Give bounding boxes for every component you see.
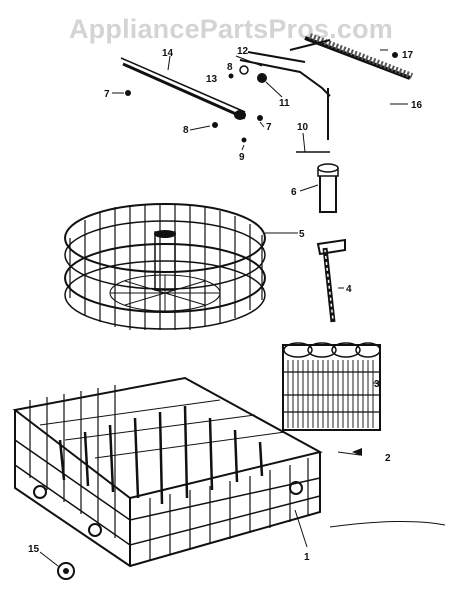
round-basket bbox=[64, 203, 266, 330]
screw-8b bbox=[228, 73, 234, 79]
callout-5: 5 bbox=[299, 229, 305, 240]
callout-8b: 8 bbox=[227, 62, 233, 73]
callout-16: 16 bbox=[411, 100, 423, 111]
lower-dish-rack bbox=[12, 376, 323, 568]
callout-3: 3 bbox=[374, 379, 380, 390]
callout-8a: 8 bbox=[183, 125, 189, 136]
screw-8a bbox=[212, 122, 218, 128]
callout-6: 6 bbox=[291, 187, 297, 198]
callouts: 1 2 3 4 5 6 7 7 8 8 9 10 11 12 13 14 15 … bbox=[28, 46, 423, 563]
upper-spray-tube bbox=[120, 57, 246, 120]
watermark: AppliancePartsPros.com bbox=[68, 14, 393, 44]
silverware-basket bbox=[282, 342, 381, 431]
leader-lines bbox=[39, 49, 446, 567]
callout-17: 17 bbox=[402, 50, 414, 61]
upper-spray-arm bbox=[239, 33, 414, 153]
callout-14: 14 bbox=[162, 48, 174, 59]
callout-2: 2 bbox=[385, 453, 391, 464]
arrow-2 bbox=[352, 448, 362, 456]
callout-12: 12 bbox=[237, 46, 249, 57]
spray-hub bbox=[317, 163, 339, 213]
callout-15: 15 bbox=[28, 544, 40, 555]
screw-7b bbox=[257, 115, 263, 121]
nozzle-11 bbox=[257, 73, 267, 83]
rack-wheel bbox=[57, 562, 75, 580]
callout-1: 1 bbox=[304, 552, 310, 563]
screw-17 bbox=[392, 52, 398, 58]
spray-tube bbox=[316, 238, 346, 323]
nozzle-12 bbox=[239, 65, 249, 75]
callout-11: 11 bbox=[279, 98, 290, 109]
callout-10: 10 bbox=[297, 122, 309, 133]
callout-4: 4 bbox=[346, 284, 352, 295]
callout-13: 13 bbox=[206, 74, 218, 85]
screw-9 bbox=[241, 137, 247, 143]
screw-7a bbox=[125, 90, 131, 96]
callout-7a: 7 bbox=[104, 89, 110, 100]
callout-7b: 7 bbox=[266, 122, 272, 133]
callout-9: 9 bbox=[239, 152, 245, 163]
